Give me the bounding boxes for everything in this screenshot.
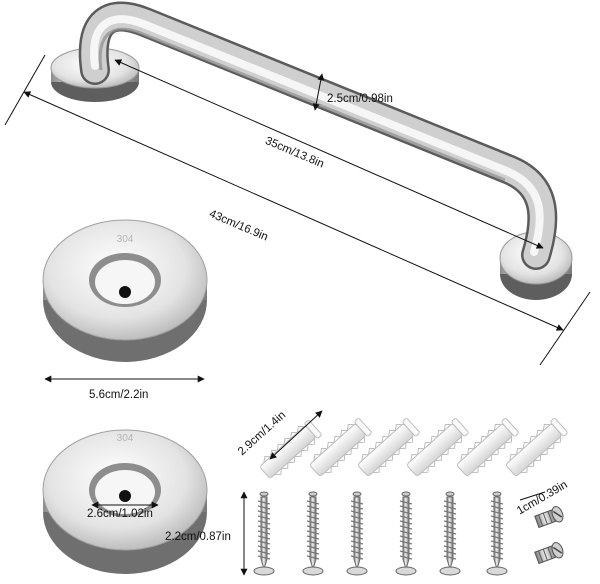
flange-stamp-top: 304 bbox=[117, 234, 134, 245]
flange-stamp-bottom: 304 bbox=[117, 433, 134, 444]
wall-anchor bbox=[506, 418, 568, 476]
anchor-length-line bbox=[269, 410, 323, 460]
wood-screw bbox=[439, 491, 461, 576]
set-screw-line bbox=[519, 491, 546, 501]
flange-hole-label: 2.6cm/1.02in bbox=[87, 508, 153, 520]
set-screw-1 bbox=[534, 506, 564, 529]
wood-screw bbox=[395, 491, 417, 576]
flange-cover-top bbox=[42, 219, 208, 362]
set-screws bbox=[534, 506, 564, 565]
wood-screw bbox=[253, 491, 275, 576]
wood-screw bbox=[302, 491, 324, 576]
flange-height-label: 2.2cm/0.87in bbox=[165, 531, 231, 543]
bar-diameter-label: 2.5cm/0.98in bbox=[327, 93, 393, 105]
wood-screw bbox=[486, 491, 508, 576]
wall-anchor bbox=[358, 418, 420, 476]
wood-screws bbox=[253, 491, 508, 576]
flange-diameter-label: 5.6cm/2.2in bbox=[89, 389, 149, 401]
wall-anchors bbox=[260, 418, 568, 478]
wall-anchor bbox=[310, 418, 372, 476]
dimension-lines-bar bbox=[4, 54, 591, 366]
set-screw-2 bbox=[534, 542, 564, 565]
flange-cover-bottom bbox=[42, 429, 208, 574]
wall-anchor bbox=[407, 418, 469, 476]
wall-anchor bbox=[457, 418, 519, 476]
wood-screw bbox=[346, 491, 368, 576]
